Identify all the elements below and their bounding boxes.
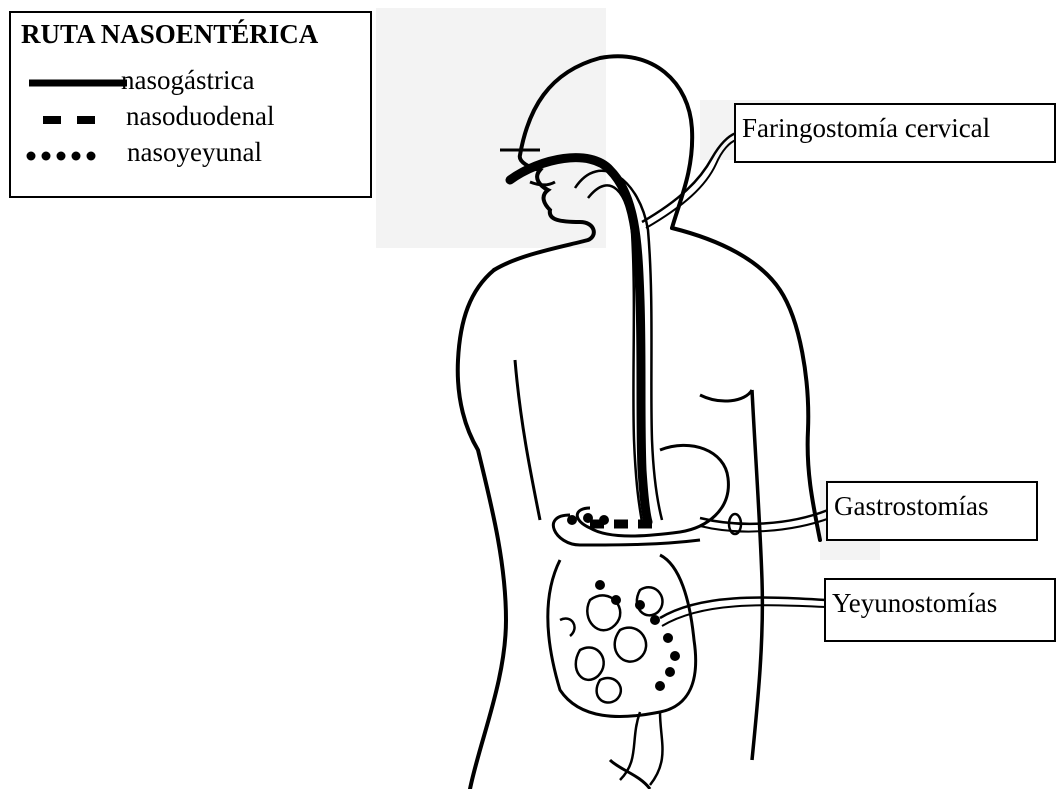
torso-left-outline [458, 270, 506, 789]
legend-label: nasoduodenal [126, 101, 274, 132]
right-arm-line [752, 390, 762, 760]
callout-label: Yeyunostomías [832, 588, 997, 618]
legend-label: nasoyeyunal [127, 137, 262, 168]
legend-title: RUTA NASOENTÉRICA [21, 19, 318, 50]
scan-smudges [376, 8, 880, 560]
legend: RUTA NASOENTÉRICA nasogástrica nasoduode… [9, 11, 372, 198]
legend-item-nasogastric: nasogástrica [11, 65, 371, 101]
legend-item-nasoyeyunal: nasoyeyunal [11, 137, 371, 173]
solid-line-sample [29, 75, 129, 91]
callout-label: Gastrostomías [834, 491, 989, 521]
rectum-outline [620, 712, 663, 785]
dashed-line-sample [43, 113, 113, 127]
legend-item-nasoduodenal: nasoduodenal [11, 101, 371, 137]
callout-jejunostomy: Yeyunostomías [824, 578, 1056, 642]
callout-gastrostomy: Gastrostomías [826, 481, 1038, 541]
callout-pharyngostomy: Faringostomía cervical [734, 103, 1056, 163]
colon-outline [548, 515, 700, 717]
waist-line [700, 390, 752, 401]
jejunostomy-tube-inner [662, 605, 826, 626]
torso-right-outline [672, 228, 820, 540]
small-intestine [560, 587, 663, 702]
left-arm-line [515, 360, 540, 520]
legend-label: nasogástrica [121, 65, 254, 96]
callout-label: Faringostomía cervical [742, 113, 990, 143]
dotted-line-sample [25, 149, 105, 163]
gastrostomy-tube-inner [700, 518, 830, 532]
